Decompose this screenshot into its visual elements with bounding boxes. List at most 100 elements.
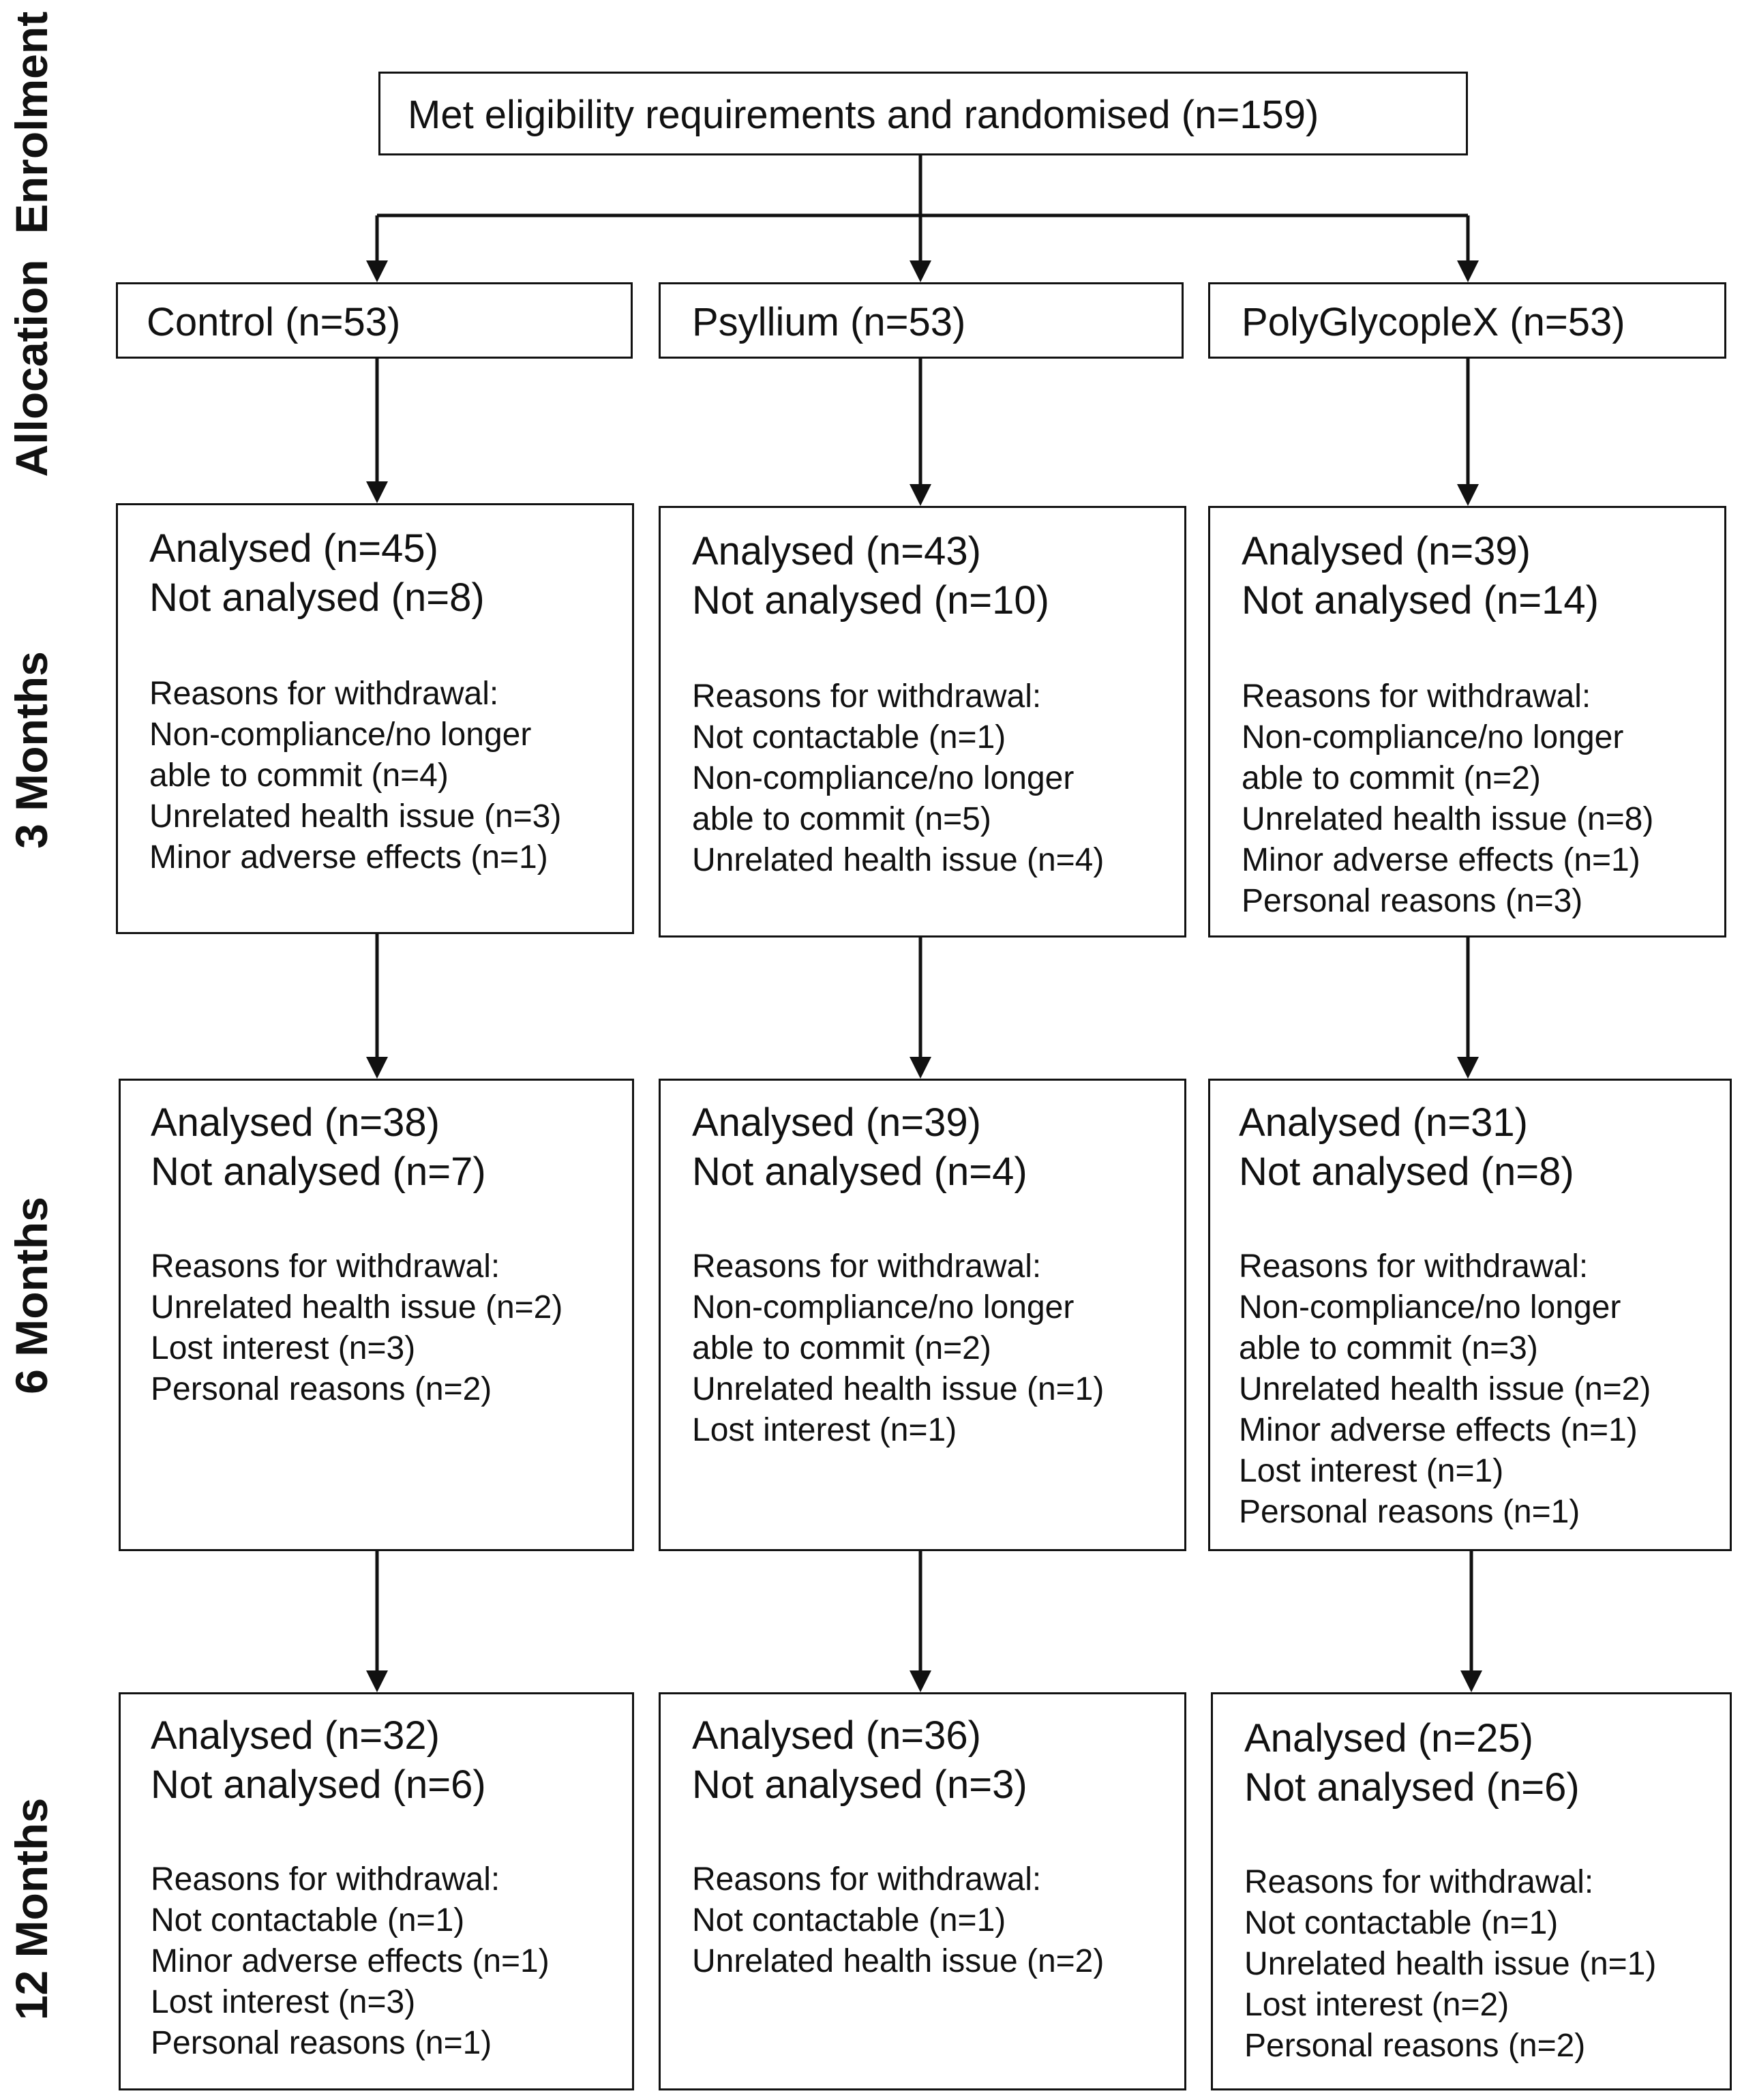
m12-pgx-reasons-header: Reasons for withdrawal: [1244, 1864, 1594, 1900]
m12-pgx-reason: Not contactable (n=1) [1244, 1905, 1559, 1941]
m12-psyllium-reasons-header: Reasons for withdrawal: [692, 1861, 1042, 1897]
allocation-psyllium-text: Psyllium (n=53) [692, 300, 966, 344]
m6-pgx-reason: Unrelated health issue (n=2) [1239, 1371, 1651, 1407]
m6-control-reason: Lost interest (n=3) [151, 1330, 416, 1366]
m6-pgx-reason: Non-compliance/no longer [1239, 1289, 1621, 1325]
arrow-head-psyllium-m3-m6 [910, 1057, 931, 1079]
allocation-box-control: Control (n=53) [116, 282, 633, 359]
m3-psyllium-reason: able to commit (n=5) [692, 801, 991, 837]
m3-control-analysed: Analysed (n=45) [149, 526, 438, 571]
m6-pgx-reasons-header: Reasons for withdrawal: [1239, 1248, 1589, 1285]
m6-psyllium-reason: able to commit (n=2) [692, 1330, 991, 1366]
m6-control-reasons-header: Reasons for withdrawal: [151, 1248, 500, 1285]
phase-label-allocation: Allocation [6, 259, 57, 477]
m12-box-psyllium: Analysed (n=36) Not analysed (n=3) Reaso… [659, 1692, 1186, 2090]
arrowheads [366, 215, 1482, 1692]
m3-control-reason: able to commit (n=4) [149, 758, 449, 794]
m12-pgx-reason: Personal reasons (n=2) [1244, 2028, 1586, 2064]
m12-psyllium-reason: Not contactable (n=1) [692, 1902, 1006, 1938]
m6-box-psyllium: Analysed (n=39) Not analysed (n=4) Reaso… [659, 1079, 1186, 1551]
m3-pgx-analysed: Analysed (n=39) [1242, 529, 1531, 573]
m6-control-not-analysed: Not analysed (n=7) [151, 1150, 486, 1194]
m12-control-reason: Lost interest (n=3) [151, 1984, 416, 2020]
m3-pgx-not-analysed: Not analysed (n=14) [1242, 578, 1599, 622]
arrow-head-psyllium-alloc-m3 [910, 484, 931, 506]
m6-box-pgx: Analysed (n=31) Not analysed (n=8) Reaso… [1208, 1079, 1732, 1551]
m6-pgx-reason: able to commit (n=3) [1239, 1330, 1538, 1366]
m3-control-not-analysed: Not analysed (n=8) [149, 575, 485, 620]
m3-box-control: Analysed (n=45) Not analysed (n=8) Reaso… [116, 503, 634, 934]
m6-psyllium-reason: Unrelated health issue (n=1) [692, 1371, 1105, 1407]
m12-psyllium-analysed: Analysed (n=36) [692, 1713, 981, 1758]
allocation-box-pgx: PolyGlycopleX (n=53) [1208, 282, 1726, 359]
m12-control-analysed: Analysed (n=32) [151, 1713, 440, 1758]
arrow-head-control-m6-m12 [366, 1670, 388, 1692]
m6-control-analysed: Analysed (n=38) [151, 1100, 440, 1145]
enrolment-text: Met eligibility requirements and randomi… [408, 93, 1319, 137]
m6-pgx-not-analysed: Not analysed (n=8) [1239, 1150, 1574, 1194]
m6-psyllium-reason: Lost interest (n=1) [692, 1412, 957, 1448]
m3-psyllium-reason: Unrelated health issue (n=4) [692, 842, 1105, 878]
m12-pgx-not-analysed: Not analysed (n=6) [1244, 1765, 1580, 1810]
arrow-head-pgx-m6-m12 [1460, 1670, 1482, 1692]
m3-pgx-reason: Non-compliance/no longer [1242, 719, 1624, 755]
m3-psyllium-reason: Not contactable (n=1) [692, 719, 1006, 755]
m6-pgx-reason: Lost interest (n=1) [1239, 1453, 1504, 1489]
m12-box-pgx: Analysed (n=25) Not analysed (n=6) Reaso… [1211, 1692, 1732, 2090]
m12-psyllium-not-analysed: Not analysed (n=3) [692, 1762, 1027, 1807]
m6-psyllium-analysed: Analysed (n=39) [692, 1100, 981, 1145]
m6-control-reason: Personal reasons (n=2) [151, 1371, 492, 1407]
m6-pgx-analysed: Analysed (n=31) [1239, 1100, 1528, 1145]
m3-psyllium-reason: Non-compliance/no longer [692, 760, 1075, 796]
phase-label-6-months: 6 Months [6, 1197, 57, 1394]
arrow-head-control-m3-m6 [366, 1057, 388, 1079]
m12-pgx-analysed: Analysed (n=25) [1244, 1716, 1533, 1760]
allocation-pgx-text: PolyGlycopleX (n=53) [1242, 300, 1625, 344]
m12-box-control: Analysed (n=32) Not analysed (n=6) Reaso… [119, 1692, 634, 2090]
arrow-head-split-psyllium [910, 260, 931, 282]
allocation-control-text: Control (n=53) [147, 300, 401, 344]
m3-psyllium-not-analysed: Not analysed (n=10) [692, 578, 1049, 622]
m3-pgx-reason: able to commit (n=2) [1242, 760, 1541, 796]
m3-psyllium-reasons-header: Reasons for withdrawal: [692, 678, 1042, 715]
m3-pgx-reasons-header: Reasons for withdrawal: [1242, 678, 1591, 715]
m6-psyllium-reason: Non-compliance/no longer [692, 1289, 1075, 1325]
m6-pgx-reason: Minor adverse effects (n=1) [1239, 1412, 1638, 1448]
m12-pgx-reason: Lost interest (n=2) [1244, 1987, 1510, 2023]
m6-psyllium-not-analysed: Not analysed (n=4) [692, 1150, 1027, 1194]
phase-label-3-months: 3 Months [6, 651, 57, 849]
m3-pgx-reason: Personal reasons (n=3) [1242, 883, 1583, 919]
m3-control-reason: Non-compliance/no longer [149, 717, 532, 753]
m6-psyllium-reasons-header: Reasons for withdrawal: [692, 1248, 1042, 1285]
arrow-head-split-pgx [1457, 260, 1479, 282]
arrow-head-pgx-alloc-m3 [1457, 484, 1479, 506]
m6-control-reason: Unrelated health issue (n=2) [151, 1289, 563, 1325]
enrolment-box: Met eligibility requirements and randomi… [378, 72, 1468, 155]
phase-label-12-months: 12 Months [6, 1797, 57, 2021]
m12-control-reason: Not contactable (n=1) [151, 1902, 465, 1938]
m3-control-reason: Minor adverse effects (n=1) [149, 839, 548, 875]
m3-box-pgx: Analysed (n=39) Not analysed (n=14) Reas… [1208, 506, 1726, 937]
m12-psyllium-reason: Unrelated health issue (n=2) [692, 1943, 1105, 1979]
arrow-head-control-alloc-m3 [366, 481, 388, 503]
m3-psyllium-analysed: Analysed (n=43) [692, 529, 981, 573]
arrow-head-split-control [366, 260, 388, 282]
m3-box-psyllium: Analysed (n=43) Not analysed (n=10) Reas… [659, 506, 1186, 937]
phase-label-enrolment: Enrolment [6, 11, 57, 235]
arrow-head-pgx-m3-m6 [1457, 1057, 1479, 1079]
m12-control-reasons-header: Reasons for withdrawal: [151, 1861, 500, 1897]
m12-control-reason: Minor adverse effects (n=1) [151, 1943, 550, 1979]
allocation-box-psyllium: Psyllium (n=53) [659, 282, 1184, 359]
m3-pgx-reason: Unrelated health issue (n=8) [1242, 801, 1654, 837]
m6-pgx-reason: Personal reasons (n=1) [1239, 1494, 1580, 1530]
m3-pgx-reason: Minor adverse effects (n=1) [1242, 842, 1640, 878]
m12-control-not-analysed: Not analysed (n=6) [151, 1762, 486, 1807]
arrow-head-psyllium-m6-m12 [910, 1670, 931, 1692]
m12-control-reason: Personal reasons (n=1) [151, 2025, 492, 2061]
m12-pgx-reason: Unrelated health issue (n=1) [1244, 1946, 1657, 1982]
m6-box-control: Analysed (n=38) Not analysed (n=7) Reaso… [119, 1079, 634, 1551]
m3-control-reason: Unrelated health issue (n=3) [149, 798, 562, 835]
m3-control-reasons-header: Reasons for withdrawal: [149, 676, 499, 712]
